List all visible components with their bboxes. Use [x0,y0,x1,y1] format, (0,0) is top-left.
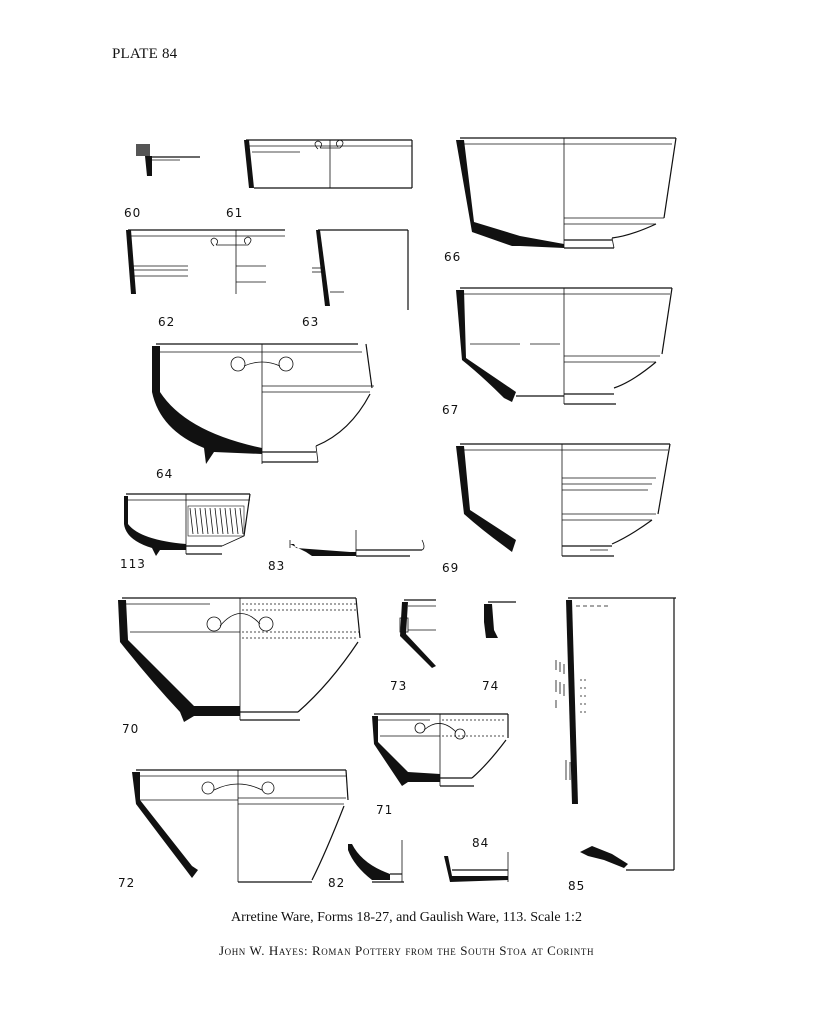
drawing-85 [555,597,676,871]
figure-number: 85 [568,879,585,893]
figure-numbers: 60 61 62 63 64 66 67 69 70 71 72 73 74 8… [118,206,585,893]
drawing-67 [456,287,673,405]
figure-number: 82 [328,876,345,890]
plate-caption: Arretine Ware, Forms 18-27, and Gaulish … [231,910,582,925]
figure-number: 60 [124,206,141,220]
drawing-66 [456,137,677,249]
drawing-70 [118,597,361,722]
plate-title: PLATE 84 [112,46,178,62]
drawing-84 [444,852,509,882]
figure-number: 72 [118,876,135,890]
drawing-63 [312,229,409,310]
figure-number: 61 [226,206,243,220]
drawing-62 [126,229,285,294]
figure-number: 73 [390,679,407,693]
drawing-69 [456,443,671,557]
drawing-73 [399,599,436,668]
figure-number: 74 [482,679,499,693]
figure-number: 66 [444,250,461,264]
drawing-82 [348,840,404,883]
drawing-71 [372,713,509,787]
figure-number: 63 [302,315,319,329]
drawing-83 [289,530,425,557]
figure-number: 84 [472,836,489,850]
figure-number: 71 [376,803,393,817]
figure-number: 83 [268,559,285,573]
author-byline: John W. Hayes: Roman Pottery from the So… [218,943,595,958]
figure-number: 113 [120,557,146,571]
drawing-64 [152,343,374,464]
drawing-72 [132,769,349,883]
figure-number: 64 [156,467,173,481]
drawing-74 [484,601,516,638]
drawing-113 [124,493,251,556]
figure-number: 67 [442,403,459,417]
figure-number: 62 [158,315,175,329]
figure-number: 70 [122,722,139,736]
drawing-60 [136,144,200,176]
drawing-61 [244,139,413,189]
figure-number: 69 [442,561,459,575]
